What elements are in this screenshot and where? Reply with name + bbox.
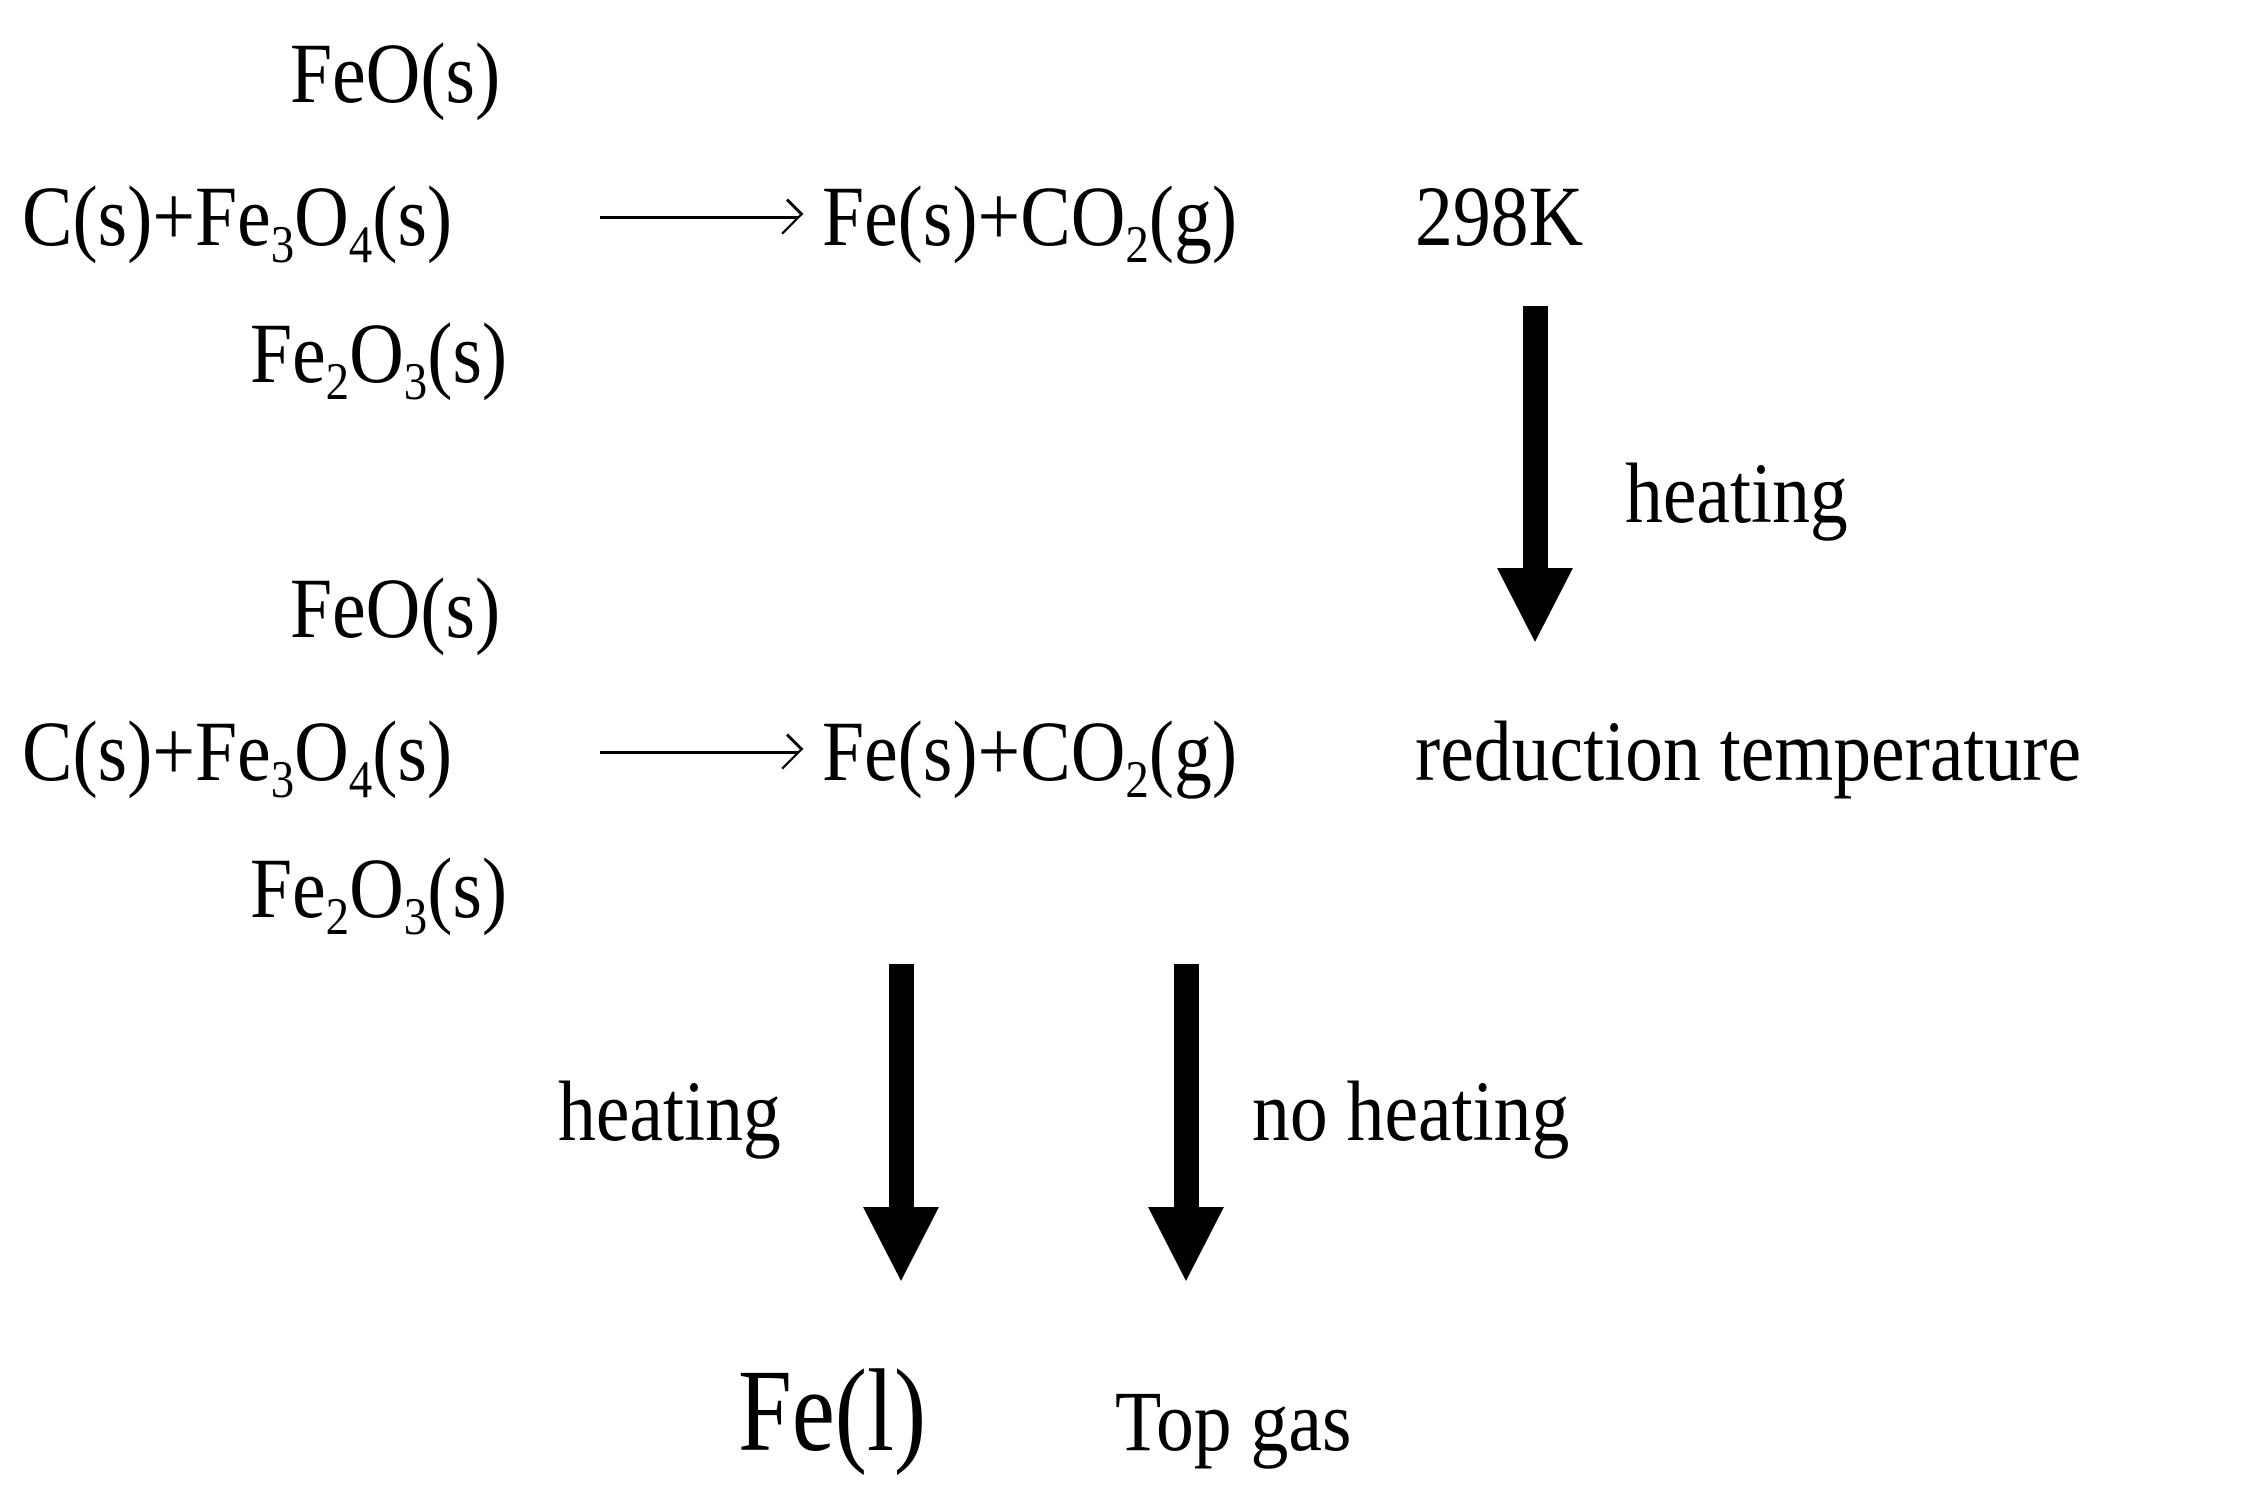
eq2-o: O — [294, 703, 349, 799]
eq1-bottom-state: (s) — [427, 305, 508, 401]
eq1-bottom-species: Fe2O3(s) — [250, 310, 507, 408]
branch-left-label: heating — [558, 1063, 781, 1159]
eq2-products-state: (g) — [1148, 703, 1238, 799]
eq2-products: Fe(s)+CO2(g) — [822, 708, 1237, 806]
eq1-products-sub2: 2 — [1125, 214, 1149, 275]
step-arrow-shaft-icon — [1523, 306, 1548, 570]
eq2-sub4: 4 — [348, 749, 373, 810]
branch-left-product: Fe(l) — [738, 1345, 927, 1476]
eq2-bottom-sub3: 3 — [403, 886, 428, 947]
eq2-fe: Fe — [195, 703, 271, 799]
branch-left-arrow-shaft-icon — [889, 964, 914, 1210]
eq1-bottom-o: O — [349, 305, 404, 401]
eq1-products-state: (g) — [1148, 168, 1238, 264]
eq2-bottom-fe: Fe — [250, 840, 326, 936]
branch-left-arrow-head-icon — [863, 1207, 939, 1281]
eq2-products-text: Fe(s)+CO — [822, 703, 1126, 799]
branch-right-arrow-head-icon — [1148, 1207, 1224, 1281]
branch-right-label: no heating — [1252, 1063, 1570, 1159]
eq2-bottom-sub2: 2 — [325, 886, 350, 947]
eq2-sub3: 3 — [270, 749, 295, 810]
eq2-reactants: C(s)+Fe3O4(s) — [22, 708, 452, 806]
eq2-products-sub2: 2 — [1125, 749, 1149, 810]
step-arrow-label: heating — [1625, 445, 1848, 541]
eq1-reaction-arrow-icon — [600, 216, 798, 219]
eq2-bottom-o: O — [349, 840, 404, 936]
eq1-reactant-carbon: C(s)+ — [22, 168, 196, 264]
step-arrow-head-icon — [1497, 568, 1573, 642]
eq2-bottom-species: Fe2O3(s) — [250, 845, 507, 943]
eq2-top-species: FeO(s) — [290, 560, 501, 656]
eq1-reactants: C(s)+Fe3O4(s) — [22, 173, 452, 271]
eq1-condition: 298K — [1415, 168, 1584, 264]
eq2-bottom-state: (s) — [427, 840, 508, 936]
eq1-o: O — [294, 168, 349, 264]
eq2-reactant-carbon: C(s)+ — [22, 703, 196, 799]
eq2-condition: reduction temperature — [1415, 703, 2082, 799]
eq1-state: (s) — [372, 168, 453, 264]
eq2-state: (s) — [372, 703, 453, 799]
branch-right-arrow-shaft-icon — [1174, 964, 1199, 1210]
eq1-bottom-sub3: 3 — [403, 351, 428, 412]
eq1-sub4: 4 — [348, 214, 373, 275]
branch-right-product: Top gas — [1115, 1373, 1352, 1469]
eq1-products: Fe(s)+CO2(g) — [822, 173, 1237, 271]
eq1-fe: Fe — [195, 168, 271, 264]
eq1-bottom-sub2: 2 — [325, 351, 350, 412]
eq1-products-text: Fe(s)+CO — [822, 168, 1126, 264]
eq1-bottom-fe: Fe — [250, 305, 326, 401]
eq1-top-species: FeO(s) — [290, 25, 501, 121]
eq2-reaction-arrow-icon — [600, 751, 798, 754]
eq1-sub3: 3 — [270, 214, 295, 275]
